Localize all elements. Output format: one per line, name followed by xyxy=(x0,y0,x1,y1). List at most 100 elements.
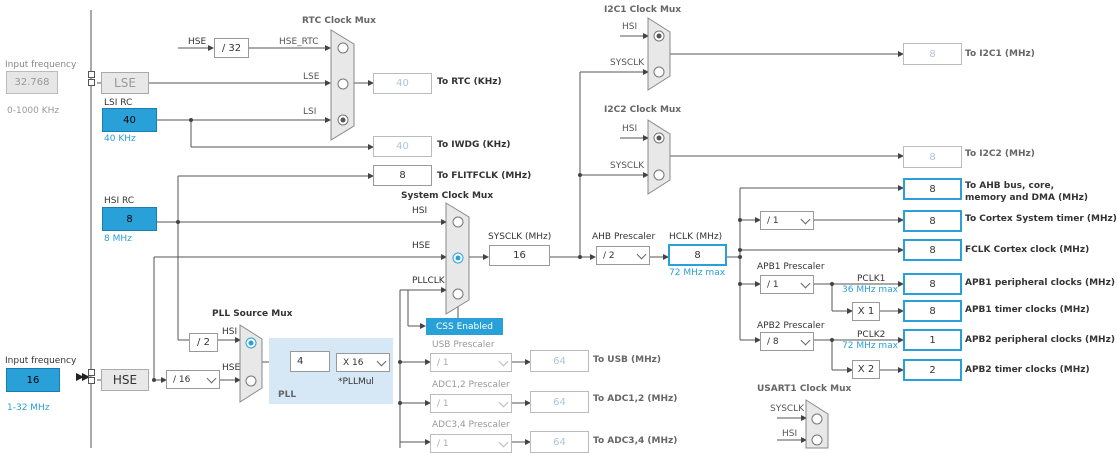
ahb-prescaler-label: AHB Prescaler xyxy=(592,232,656,242)
pll-mul-select[interactable]: X 16 xyxy=(336,353,390,372)
fclk-output[interactable]: 8 xyxy=(903,239,962,261)
adc34-prescaler-value: / 1 xyxy=(437,438,449,449)
adc12-prescaler-title: ADC1,2 Prescaler xyxy=(432,380,510,390)
apb2-timer-label: APB2 timer clocks (MHz) xyxy=(965,365,1090,375)
hclk-max: 72 MHz max xyxy=(669,268,726,278)
usb-prescaler-value: / 1 xyxy=(437,357,449,368)
hsi-rc-value[interactable]: 8 xyxy=(102,207,157,231)
pll-mux-hsi: HSI xyxy=(222,327,238,337)
apb1-peripheral-label: APB1 peripheral clocks (MHz) xyxy=(965,278,1115,288)
apb1-prescaler-title: APB1 Prescaler xyxy=(757,262,825,272)
system-clock-mux-title: System Clock Mux xyxy=(401,191,494,201)
iwdg-output[interactable]: 40 xyxy=(373,136,432,157)
apb2-peripheral-output[interactable]: 1 xyxy=(903,329,962,351)
hclk-value[interactable]: 8 xyxy=(668,244,727,266)
hsi-div2: / 2 xyxy=(189,333,218,352)
lsi-rc-value[interactable]: 40 xyxy=(102,108,157,132)
adc12-prescaler-select[interactable]: / 1 xyxy=(430,394,512,413)
lse-range: 0-1000 KHz xyxy=(7,106,60,116)
sys-mux-hse: HSE xyxy=(412,241,431,251)
sys-mux-pllclk: PLLCLK xyxy=(412,276,445,286)
ahb-output-label-1: To AHB bus, core, xyxy=(965,181,1054,191)
adc12-prescaler-value: / 1 xyxy=(437,398,449,409)
i2c2-sysclk-in: SYSCLK xyxy=(610,161,645,171)
chevron-down-icon xyxy=(800,278,811,288)
chevron-down-icon xyxy=(636,249,647,259)
usb-prescaler-title: USB Prescaler xyxy=(432,340,495,350)
cortex-timer-div-select[interactable]: / 1 xyxy=(760,211,814,230)
chevron-down-icon xyxy=(376,356,387,366)
pclk2-max: 72 MHz max xyxy=(842,341,899,351)
hse-prediv-value: / 16 xyxy=(173,374,191,385)
ahb-output[interactable]: 8 xyxy=(903,178,962,200)
apb2-prescaler-title: APB2 Prescaler xyxy=(757,321,825,331)
hse-prediv-select[interactable]: / 16 xyxy=(166,370,220,389)
pclk1-label: PCLK1 xyxy=(857,274,886,284)
sysclk-value[interactable]: 16 xyxy=(489,245,550,266)
bus-junction xyxy=(88,71,95,78)
rtc-div32: / 32 xyxy=(214,38,249,58)
usb-output-label: To USB (MHz) xyxy=(593,355,661,365)
pll-source-mux-title: PLL Source Mux xyxy=(212,309,293,319)
apb2-prescaler-select[interactable]: / 8 xyxy=(760,332,814,351)
apb2-timer-mul: X 2 xyxy=(852,360,880,379)
apb1-peripheral-output[interactable]: 8 xyxy=(903,273,962,295)
adc12-output[interactable]: 64 xyxy=(530,391,589,413)
chevron-down-icon xyxy=(800,335,811,345)
rtc-hse-rtc-label: HSE_RTC xyxy=(279,37,319,47)
i2c2-output[interactable]: 8 xyxy=(903,146,962,168)
rtc-output[interactable]: 40 xyxy=(373,73,432,94)
adc34-output-label: To ADC3,4 (MHz) xyxy=(593,436,678,446)
apb1-timer-output[interactable]: 8 xyxy=(903,300,962,322)
bus-junction xyxy=(88,79,95,86)
adc34-prescaler-select[interactable]: / 1 xyxy=(430,434,512,453)
sys-mux-hsi: HSI xyxy=(412,206,428,216)
hsi-rc-label: HSI RC xyxy=(104,196,135,206)
cortex-timer-div-value: / 1 xyxy=(767,215,779,226)
rtc-lsi-in: LSI xyxy=(303,107,317,117)
hclk-label: HCLK (MHz) xyxy=(669,232,723,242)
rtc-mux-title: RTC Clock Mux xyxy=(302,16,376,26)
hse-range: 1-32 MHz xyxy=(7,403,50,413)
pll-mul-value: X 16 xyxy=(343,357,364,368)
flitfclk-output-label: To FLITFCLK (MHz) xyxy=(437,171,532,181)
apb2-peripheral-label: APB2 peripheral clocks (MHz) xyxy=(965,335,1115,345)
i2c2-output-label: To I2C2 (MHz) xyxy=(965,149,1035,159)
adc12-output-label: To ADC1,2 (MHz) xyxy=(593,394,678,404)
pll-mul-label: *PLLMul xyxy=(338,377,374,387)
apb1-prescaler-select[interactable]: / 1 xyxy=(760,275,814,294)
apb2-timer-output[interactable]: 2 xyxy=(903,359,962,381)
lse-input-frequency[interactable]: 32.768 xyxy=(6,71,58,94)
i2c1-output-label: To I2C1 (MHz) xyxy=(965,49,1035,59)
chevron-down-icon xyxy=(498,437,509,447)
flitfclk-output[interactable]: 8 xyxy=(373,165,432,186)
bus-junction xyxy=(88,377,95,384)
hse-input-frequency[interactable]: 16 xyxy=(6,368,60,392)
i2c1-mux-title: I2C1 Clock Mux xyxy=(604,5,682,15)
i2c2-hsi-in: HSI xyxy=(622,124,638,134)
ahb-prescaler-value: / 2 xyxy=(603,250,615,261)
i2c1-output[interactable]: 8 xyxy=(903,43,962,65)
adc34-output[interactable]: 64 xyxy=(530,431,589,453)
lse-button[interactable]: LSE xyxy=(101,72,149,94)
lsi-unit: 40 KHz xyxy=(104,134,136,144)
chevron-down-icon xyxy=(498,397,509,407)
rtc-lse-in: LSE xyxy=(303,72,320,82)
usb-output[interactable]: 64 xyxy=(530,350,589,372)
usart1-sysclk-in: SYSCLK xyxy=(770,404,805,414)
pclk1-max: 36 MHz max xyxy=(842,285,899,295)
sysclk-label: SYSCLK (MHz) xyxy=(488,232,552,242)
css-enabled-button[interactable]: CSS Enabled xyxy=(426,318,503,335)
usb-prescaler-select[interactable]: / 1 xyxy=(430,353,512,372)
hse-button[interactable]: HSE xyxy=(101,369,149,391)
cortex-timer-output[interactable]: 8 xyxy=(903,210,962,232)
usart1-hsi-in: HSI xyxy=(782,429,798,439)
ahb-prescaler-select[interactable]: / 2 xyxy=(596,246,650,265)
apb1-prescaler-value: / 1 xyxy=(767,279,779,290)
pclk2-label: PCLK2 xyxy=(857,330,886,340)
i2c2-mux-title: I2C2 Clock Mux xyxy=(604,105,682,115)
pll-input-value: 4 xyxy=(290,351,330,372)
chevron-down-icon xyxy=(498,356,509,366)
i2c1-sysclk-in: SYSCLK xyxy=(610,58,645,68)
pll-label: PLL xyxy=(278,390,297,400)
